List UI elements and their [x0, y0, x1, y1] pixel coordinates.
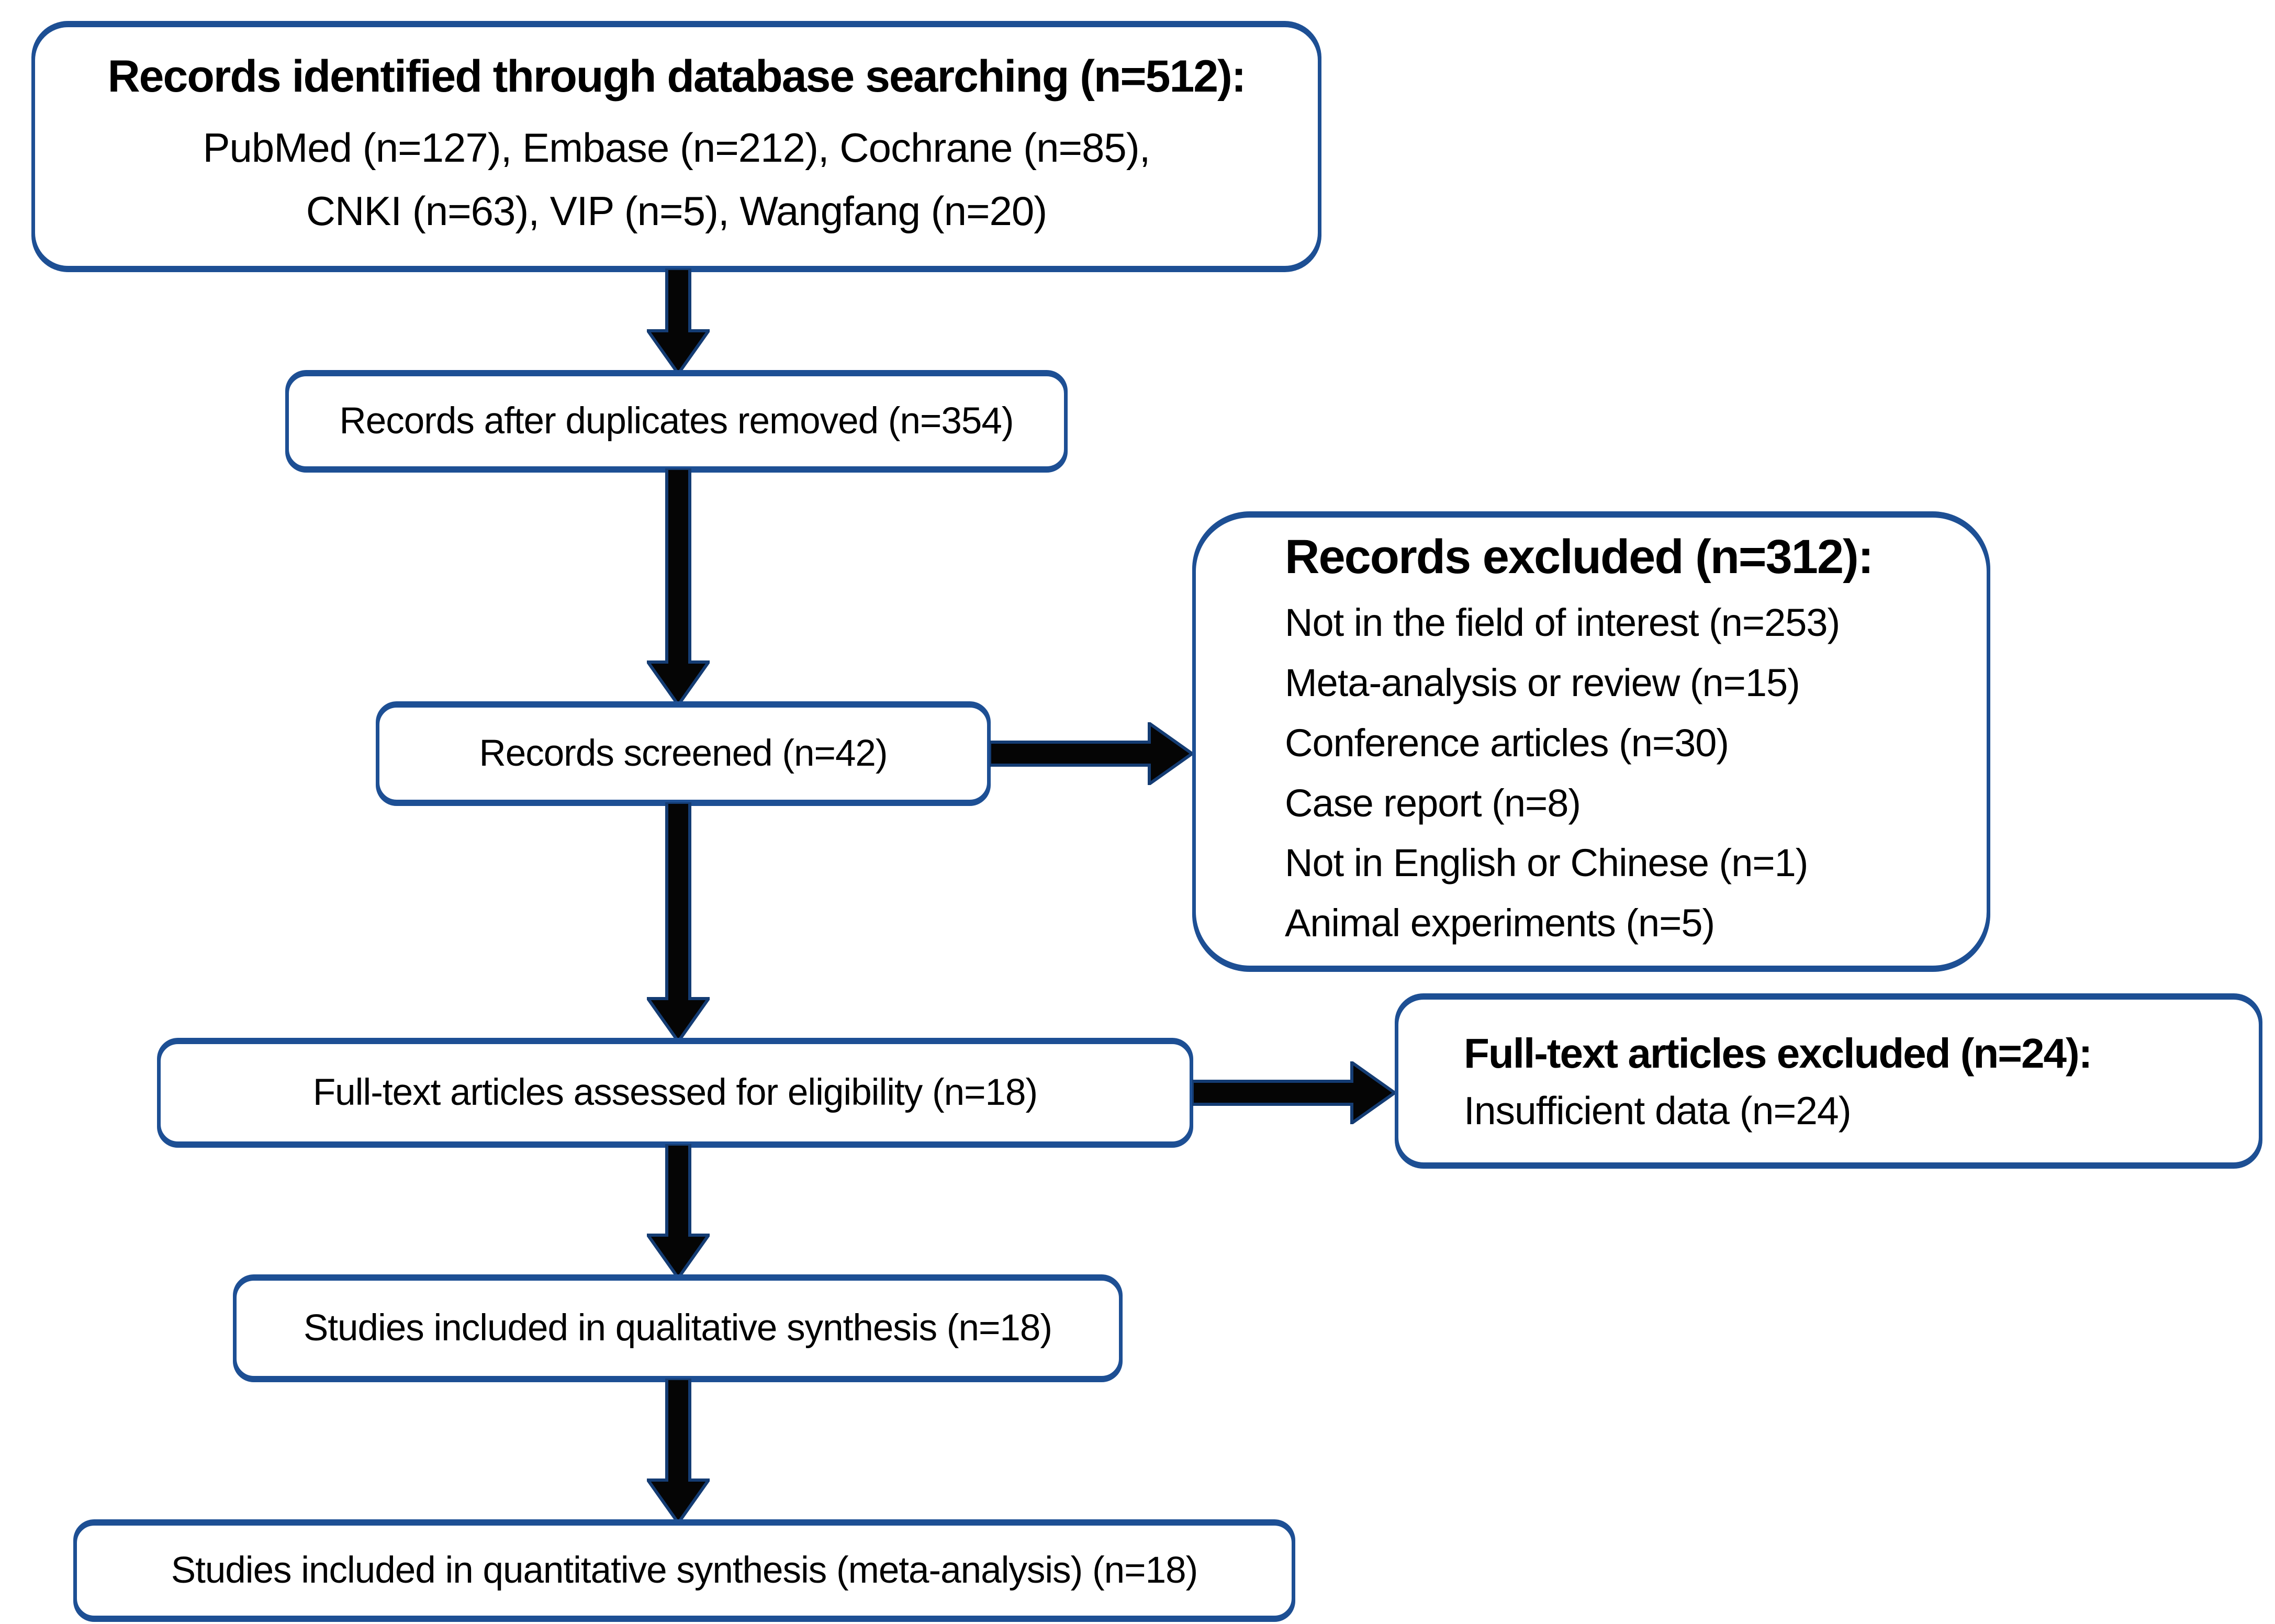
down-arrow-icon: [647, 1144, 710, 1278]
down-arrow-icon: [647, 468, 710, 705]
down-arrow-icon: [647, 268, 710, 374]
box-qualitative-synthesis: Studies included in qualitative synthesi…: [233, 1277, 1123, 1380]
down-arrow-icon: [647, 1379, 710, 1523]
records-excluded-item: Conference articles (n=30): [1285, 721, 1729, 765]
records-excluded-item: Meta-analysis or review (n=15): [1285, 661, 1800, 705]
records-excluded-item: Not in the field of interest (n=253): [1285, 601, 1840, 645]
fulltext-assessed-label: Full-text articles assessed for eligibil…: [312, 1072, 1038, 1114]
down-arrow-icon: [647, 802, 710, 1041]
box-records-excluded: Records excluded (n=312): Not in the fie…: [1192, 514, 1990, 969]
identification-title: Records identified through database sear…: [107, 51, 1247, 102]
box-quantitative-synthesis: Studies included in quantitative synthes…: [73, 1522, 1295, 1619]
box-records-screened: Records screened (n=42): [376, 704, 991, 803]
right-arrow-icon: [990, 722, 1192, 785]
qualitative-synthesis-label: Studies included in qualitative synthesi…: [303, 1307, 1052, 1349]
records-excluded-item: Animal experiments (n=5): [1285, 901, 1715, 945]
records-excluded-title: Records excluded (n=312):: [1285, 530, 1874, 584]
identification-sources-line-1: PubMed (n=127), Embase (n=212), Cochrane…: [203, 124, 1151, 171]
quantitative-synthesis-label: Studies included in quantitative synthes…: [171, 1550, 1198, 1592]
identification-sources-line-2: CNKI (n=63), VIP (n=5), Wangfang (n=20): [306, 187, 1048, 234]
records-excluded-item: Not in English or Chinese (n=1): [1285, 841, 1808, 885]
box-fulltext-assessed: Full-text articles assessed for eligibil…: [157, 1040, 1193, 1145]
records-excluded-item: Case report (n=8): [1285, 781, 1581, 825]
records-screened-label: Records screened (n=42): [479, 733, 888, 775]
fulltext-excluded-title: Full-text articles excluded (n=24):: [1464, 1029, 2092, 1077]
fulltext-excluded-item: Insufficient data (n=24): [1464, 1088, 1852, 1133]
box-duplicates-removed: Records after duplicates removed (n=354): [285, 373, 1068, 470]
duplicates-removed-label: Records after duplicates removed (n=354): [339, 400, 1014, 442]
box-fulltext-excluded: Full-text articles excluded (n=24): Insu…: [1395, 996, 2262, 1166]
right-arrow-icon: [1192, 1061, 1395, 1124]
box-identification: Records identified through database sear…: [31, 24, 1321, 270]
